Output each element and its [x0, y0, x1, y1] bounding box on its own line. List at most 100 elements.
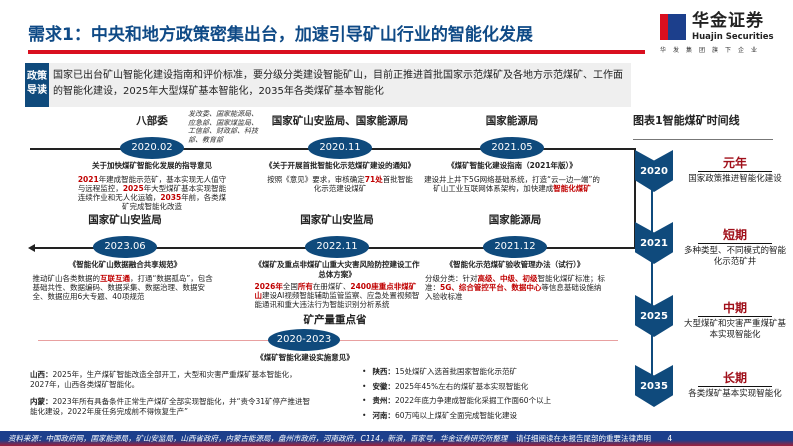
policy-tag: 政策导读	[25, 63, 49, 107]
province-doc: 《煤矿智能化建设实施意见》	[256, 353, 354, 362]
issuer-label: 国家能源局	[488, 214, 542, 226]
policy-desc: 按照《意见》要求，审核确定71处首批智能化示范建设煤矿	[265, 175, 415, 193]
huajin-logo: 华金证券 Huajin Securities 华发集团旗下企业	[660, 12, 790, 60]
desc-text: 按照《意见》要求，审核确定	[267, 175, 365, 184]
chart-title: 图表1智能煤矿时间线	[633, 114, 740, 127]
desc-text: 建设AI视频智能辅助监管监察、应急处置视频智能通讯和重大违法行为智能识别分析系统	[254, 291, 420, 309]
footer: 资料来源：中国政府网，国家能源局，矿山安监局，山西省政府，内蒙古能源局，盘州市政…	[0, 431, 793, 446]
date-oval-2022.11: 2022.11	[305, 236, 369, 258]
policy-doc-title: 《关于开展首批智能化示范煤矿建设的通知》	[265, 161, 415, 170]
desc-text: 首批智能化示范建设煤矿	[313, 175, 413, 193]
date-oval-2020.02: 2020.02	[120, 137, 184, 159]
phase-name: 短期	[698, 227, 772, 244]
desc-text: 智能化煤矿标准；标准：	[425, 274, 605, 292]
page-title: 需求1：中央和地方政策密集出台，加速引导矿山行业的智能化发展	[28, 25, 533, 45]
desc-text: ，打通“数据孤岛”，包含基础共性、数据编码、数据采集、数据治理、数据安全、数据应…	[32, 274, 213, 301]
province-bullet: 贵州：2022年底力争建成智能化采掘工作面60个以上	[362, 396, 551, 406]
phase-name: 长期	[698, 370, 772, 387]
highlight-text: 所有	[297, 282, 313, 291]
phase-item: 元年国家政策推进智能化建设	[680, 155, 790, 185]
province-item: 山西：2025年，生产煤矿智能改造全部开工，大型和灾害严重煤矿基本智能化，202…	[30, 370, 315, 390]
phase-item: 长期各类煤矿基本实现智能化	[680, 370, 790, 400]
policy-doc-title: 《智能化示范煤矿验收管理办法（试行）》	[445, 260, 585, 269]
province-text: 2025年，生产煤矿智能改造全部开工，大型和灾害严重煤矿基本智能化，2027年，…	[30, 370, 297, 389]
policy-desc: 推动矿山各类数据的互联互通，打通“数据孤岛”，包含基础共性、数据编码、数据采集、…	[33, 274, 218, 301]
desc-text: 年建成智能示范矿，基本实现无人值守与远程监控，	[77, 175, 227, 193]
highlight-text: 智能化煤矿	[553, 184, 591, 193]
province-bullet: 陕西：15处煤矿入选首批国家智能化示范矿	[362, 367, 517, 377]
desc-text: 年大型煤矿基本实现智能连续作业和无人化运输，	[77, 184, 227, 202]
date-oval-2021.05: 2021.05	[480, 137, 544, 159]
date-oval-2021.12: 2021.12	[483, 236, 547, 258]
highlight-text: 高级、中级、初级	[477, 274, 538, 283]
policy-doc-title: 关于加快煤矿智能化发展的指导意见	[92, 161, 212, 170]
desc-text: 建设井上井下5G网络基础系统，打造“云—边—端”的矿山工业互联网体系架构，加快建…	[424, 175, 600, 193]
province-text: 2023年所有具备条件正常生产煤矿全部实现智能化，并“责令31矿停产推进智能化建…	[30, 397, 311, 416]
province-name: 贵州：	[372, 396, 395, 405]
phase-desc: 多种类型、不同模式的智能化示范矿井	[683, 246, 786, 267]
desc-text: 全国	[282, 282, 298, 291]
issuer-label: 国家矿山安监局	[300, 214, 374, 226]
highlight-text: 5G、综合管控平台、数据中心	[440, 283, 542, 292]
province-name: 河南：	[372, 410, 395, 420]
phase-item: 中期大型煤矿和灾害严重煤矿基本实现智能化	[680, 300, 790, 341]
policy-doc-title: 《煤矿智能化建设指南（2021年版）》	[447, 161, 577, 170]
policy-desc: 2026年全国所有在册煤矿、2400座重点非煤矿山建设AI视频智能辅助监管监察、…	[255, 282, 420, 309]
highlight-text: 2026年	[254, 282, 283, 291]
issuer-label: 国家矿山安监局	[88, 214, 162, 226]
province-name: 内蒙：	[30, 397, 53, 406]
date-oval-2020.11: 2020.11	[308, 137, 372, 159]
timeline-line-right	[634, 148, 636, 248]
phase-desc: 各类煤矿基本实现智能化	[688, 389, 782, 399]
phase-item: 短期多种类型、不同模式的智能化示范矿井	[680, 227, 790, 268]
phase-desc: 大型煤矿和灾害严重煤矿基本实现智能化	[683, 319, 786, 340]
policy-desc: 建设井上井下5G网络基础系统，打造“云—边—端”的矿山工业互联网体系架构，加快建…	[422, 175, 602, 193]
disclaimer: 请仔细阅读在本报告尾部的重要法律声明	[515, 434, 651, 443]
ministries-note: 发改委、国家能源局、应急部、国家煤监局、工信部、财政部、科技部、教育部	[188, 110, 258, 144]
province-name: 陕西：	[372, 367, 395, 376]
logo-sub: 华发集团旗下企业	[660, 47, 765, 54]
policy-desc: 2021年建成智能示范矿，基本实现无人值守与远程监控，2025年大型煤矿基本实现…	[77, 175, 227, 211]
province-text: 2022年底力争建成智能化采掘工作面60个以上	[394, 396, 552, 405]
title-underline	[28, 50, 645, 54]
province-name: 安徽：	[372, 381, 395, 391]
province-text: 15处煤矿入选首批国家智能化示范矿	[394, 367, 517, 376]
province-name: 山西：	[30, 370, 53, 379]
highlight-text: 71处	[364, 175, 383, 184]
phase-name: 元年	[698, 155, 772, 172]
policy-desc: 分级分类：针对高级、中级、初级智能化煤矿标准；标准：5G、综合管控平台、数据中心…	[425, 274, 605, 301]
desc-text: 年前，各类煤矿完成智能化改造	[122, 193, 227, 211]
province-heading: 矿产量重点省	[303, 314, 367, 326]
policy-doc-title: 《智能化矿山数据融合共享规范》	[68, 260, 182, 269]
year-chevron-2021: 2021	[635, 222, 673, 264]
highlight-text: 互联互通	[100, 274, 130, 283]
highlight-text: 2025	[122, 184, 144, 193]
province-text: 60万吨以上煤矿全面完成智能化建设	[394, 410, 517, 420]
issuer-label: 国家矿山安监局、国家能源局	[271, 115, 409, 127]
year-chevron-2035: 2035	[635, 365, 673, 407]
phase-desc: 国家政策推进智能化建设	[688, 174, 782, 184]
desc-text: 在册煤矿、	[312, 282, 351, 291]
policy-text: 国家已出台矿山智能化建设指南和评价标准，要分级分类建设智能矿山，目前正推进首批国…	[49, 63, 631, 107]
date-oval-2020-2023: 2020-2023	[268, 329, 340, 351]
year-chevron-2020: 2020	[635, 150, 673, 192]
highlight-text: 2035	[160, 193, 182, 202]
desc-text: 分级分类：针对	[425, 274, 478, 283]
phase-name: 中期	[698, 300, 772, 317]
province-bullet: 河南：60万吨以上煤矿全面完成智能化建设	[362, 411, 517, 421]
highlight-text: 2021	[77, 175, 99, 184]
desc-text: 等信息基础设施纳入验收标准	[425, 283, 602, 301]
highlight-text: 2400座重点非煤矿山	[254, 282, 417, 300]
page-number: 4	[667, 434, 673, 443]
chart-title-rule	[633, 139, 773, 140]
desc-text: 推动矿山各类数据的	[32, 274, 101, 283]
date-oval-2023.06: 2023.06	[93, 236, 157, 258]
province-text: 2025年45%左右的煤矿基本实现智能化	[394, 381, 529, 391]
phase-line	[651, 160, 653, 380]
issuer-label: 国家能源局	[485, 115, 539, 127]
source-note: 资料来源：中国政府网，国家能源局，矿山安监局，山西省政府，内蒙古能源局，盘州市政…	[8, 434, 508, 443]
logo-cn: 华金证券	[692, 11, 764, 31]
province-bullet: 安徽：2025年45%左右的煤矿基本实现智能化	[362, 382, 528, 392]
arrow-left-icon	[28, 244, 35, 252]
logo-mark-icon	[660, 14, 686, 40]
